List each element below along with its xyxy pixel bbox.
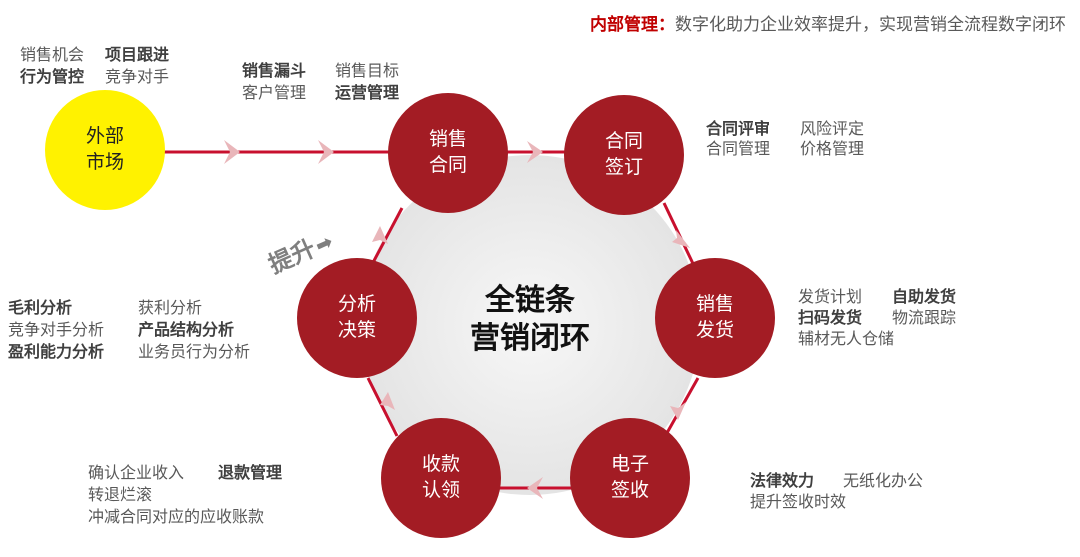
node-line: 认领 (421, 479, 460, 501)
node-analysis-decision (297, 258, 417, 378)
node-line: 决策 (337, 319, 376, 341)
external-market-line2: 市场 (85, 151, 124, 173)
node-label-e-receipt: 电子 签收 (590, 451, 670, 503)
node-sales-contract (388, 93, 508, 213)
tag: 确认企业收入 (88, 463, 185, 482)
tag: 产品结构分析 (138, 320, 235, 339)
tag: 销售漏斗 (242, 61, 307, 80)
node-label-sales-shipping: 销售 发货 (675, 291, 755, 343)
node-label-sales-contract: 销售 合同 (408, 126, 488, 178)
flow-arrow (670, 402, 686, 420)
node-label-payment-claim: 收款 认领 (401, 451, 481, 503)
tag: 行为管控 (20, 67, 85, 86)
node-line: 签订 (604, 156, 643, 178)
headline: 内部管理：数字化助力企业效率提升，实现营销全流程数字闭环 (590, 10, 1066, 35)
tag: 冲减合同对应的应收账款 (88, 507, 265, 526)
flow-arrow (527, 477, 543, 499)
node-line: 发货 (695, 319, 734, 341)
headline-text: 数字化助力企业效率提升，实现营销全流程数字闭环 (675, 15, 1066, 35)
process-nodes (297, 93, 775, 538)
ring-segment (366, 377, 399, 437)
node-line: 合同 (604, 130, 643, 152)
external-market-line1: 外部 (85, 125, 124, 147)
center-line: 营销闭环 (470, 321, 590, 356)
node-line: 电子 (610, 453, 649, 475)
center-disc (360, 155, 700, 495)
tag: 销售机会 (20, 45, 85, 64)
flow-arrow (318, 140, 334, 164)
tag: 获利分析 (138, 298, 203, 317)
flow-arrow (372, 226, 388, 244)
node-line: 销售 (428, 128, 467, 150)
flow-arrow (380, 392, 395, 410)
node-line: 收款 (421, 453, 460, 475)
tag: 法律效力 (750, 471, 815, 490)
tag: 项目跟进 (105, 45, 170, 64)
tag: 风险评定 (800, 119, 865, 138)
tag: 合同评审 (706, 119, 771, 138)
tag: 辅材无人仓储 (798, 329, 895, 348)
node-line: 合同 (428, 154, 467, 176)
flow-arrow (672, 230, 690, 248)
flow-arrow (527, 141, 543, 163)
tag: 运营管理 (335, 83, 400, 102)
tag: 销售目标 (335, 61, 400, 80)
tag: 竞争对手分析 (8, 320, 105, 339)
node-line: 分析 (337, 293, 376, 315)
tag: 业务员行为分析 (138, 342, 251, 361)
tag: 竞争对手 (105, 67, 170, 86)
tag: 盈利能力分析 (8, 342, 105, 361)
center-line: 全链条 (485, 283, 575, 318)
tag: 毛利分析 (8, 298, 73, 317)
tag: 价格管理 (800, 139, 865, 158)
node-payment-claim (381, 418, 501, 538)
node-label-contract-signing: 合同 签订 (584, 128, 664, 180)
node-contract-signing (564, 95, 684, 215)
external-market-circle (45, 90, 165, 210)
tag: 自助发货 (892, 287, 957, 306)
node-line: 销售 (695, 293, 734, 315)
tag: 物流跟踪 (892, 308, 957, 327)
tag: 转退烂滚 (88, 485, 153, 504)
flow-arrow (224, 140, 240, 164)
tag: 退款管理 (218, 463, 283, 482)
node-label-analysis-decision: 分析 决策 (317, 291, 397, 343)
flow-arrows (224, 140, 690, 499)
tag: 客户管理 (242, 83, 307, 102)
headline-key: 内部管理： (590, 15, 675, 35)
tag: 合同管理 (706, 139, 771, 158)
center-title: 全链条 营销闭环 (440, 282, 620, 358)
node-line: 签收 (610, 479, 649, 501)
node-e-receipt (570, 418, 690, 538)
tag: 无纸化办公 (843, 471, 924, 490)
tag: 发货计划 (798, 287, 863, 306)
node-sales-shipping (655, 258, 775, 378)
tag: 扫码发货 (798, 308, 863, 327)
external-market-label: 外部 市场 (65, 123, 145, 175)
tag: 提升签收时效 (750, 492, 847, 511)
